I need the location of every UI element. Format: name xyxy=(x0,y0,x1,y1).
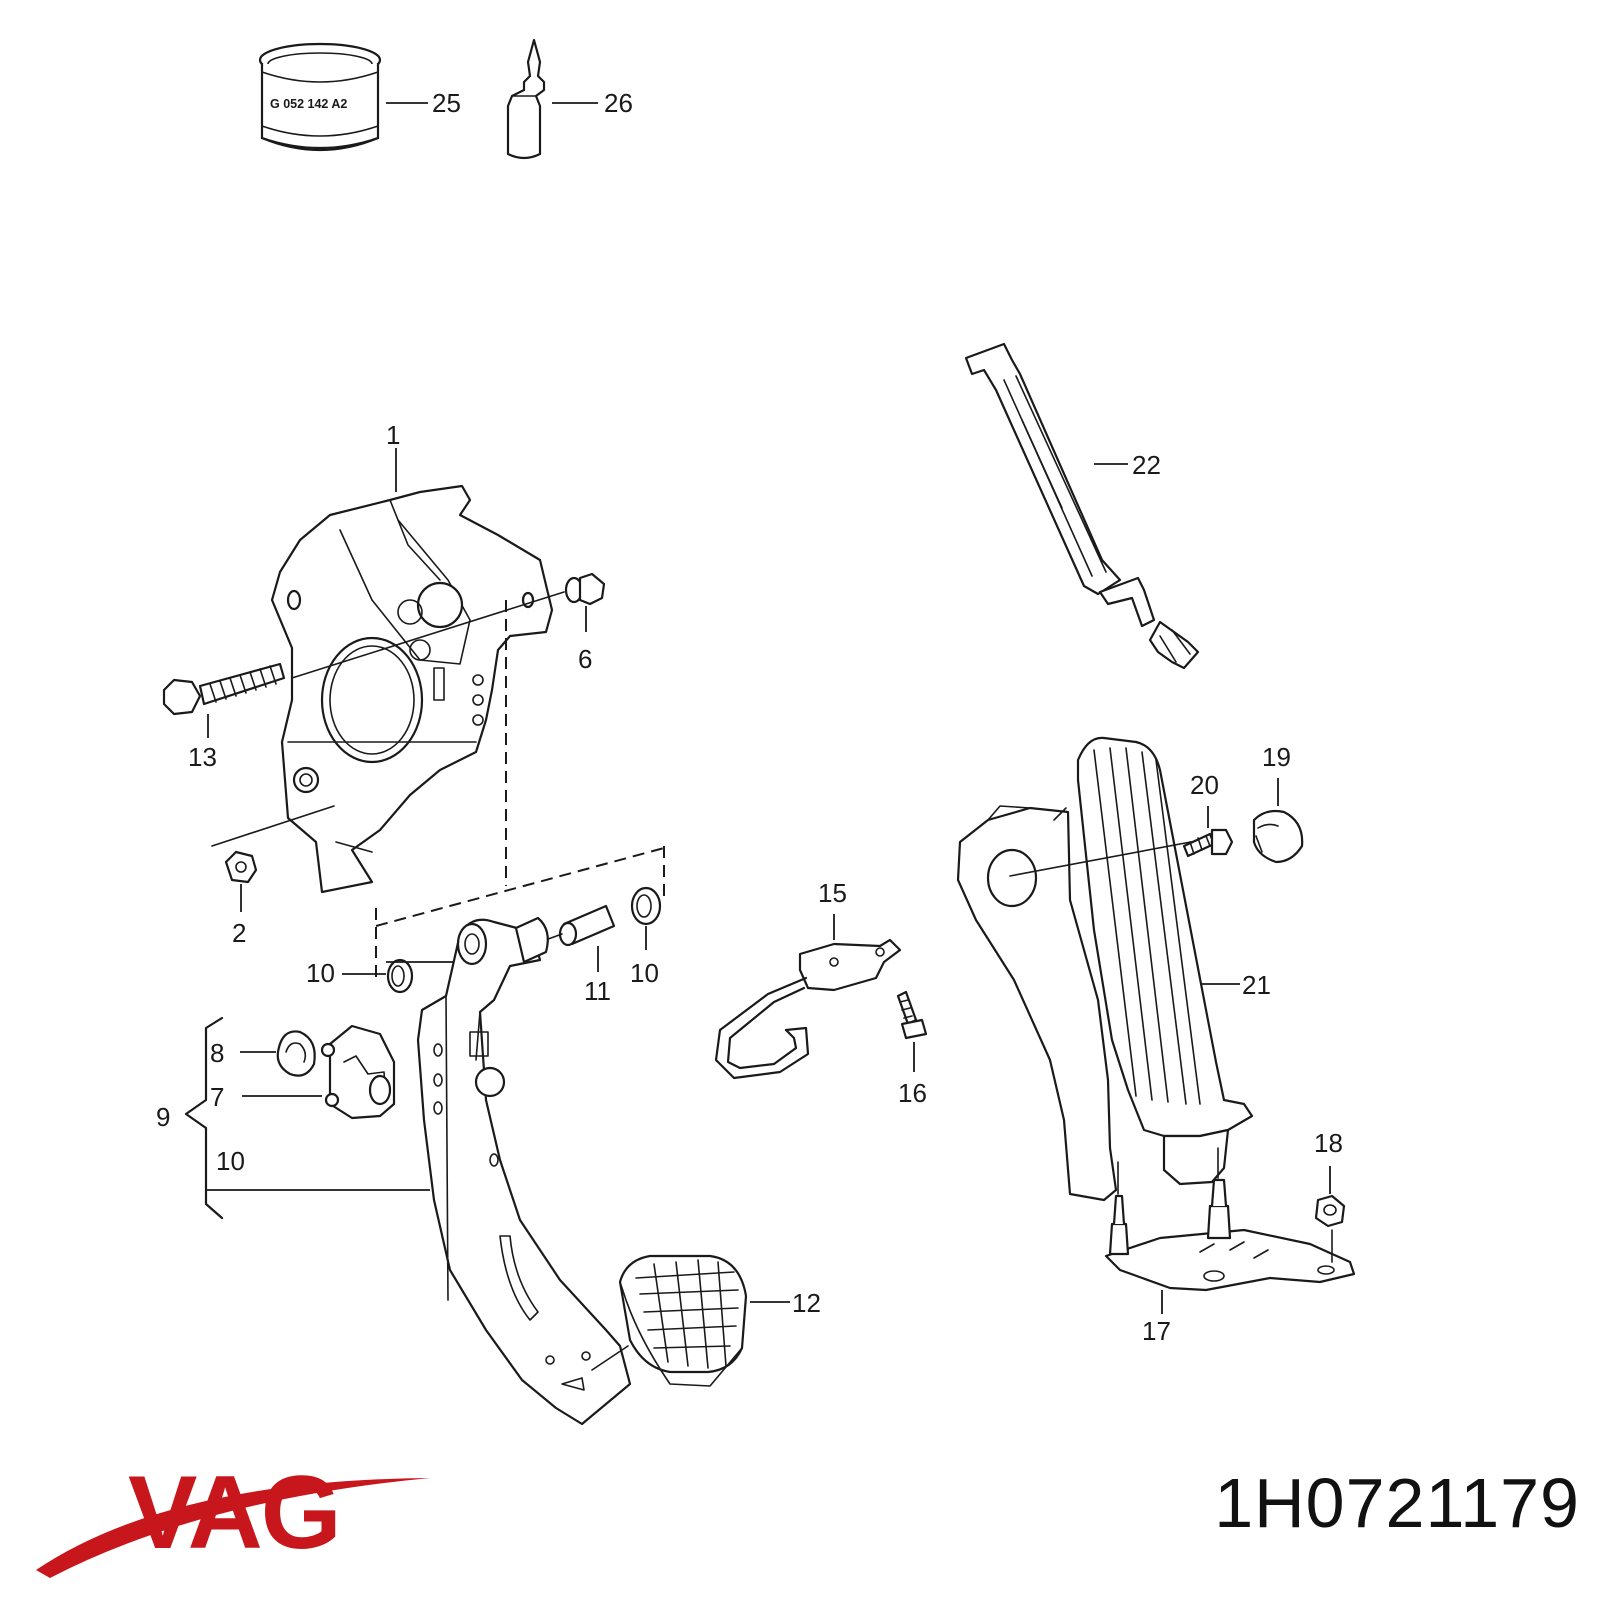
callout-19: 19 xyxy=(1262,742,1291,772)
part-22-nut xyxy=(1314,1194,1346,1228)
part-10-bushing-left xyxy=(386,958,414,994)
part-21-base-plate xyxy=(1104,1147,1356,1292)
part-17-accelerator-pedal xyxy=(956,736,1254,1202)
part-20-screw xyxy=(1182,828,1234,858)
callout-2: 2 xyxy=(232,918,246,948)
pedal-arm xyxy=(416,916,632,1426)
callout-18: 22 xyxy=(1132,450,1161,480)
callout-9: 9 xyxy=(156,1102,170,1132)
part-26-bottle xyxy=(506,38,546,160)
part-7-bracket xyxy=(320,1024,396,1120)
callout-26: 26 xyxy=(604,88,633,118)
callout-1: 1 xyxy=(386,420,400,450)
part-2-nut xyxy=(224,850,258,884)
callout-10a: 10 xyxy=(306,958,335,988)
callout-25: 25 xyxy=(432,88,461,118)
part-18-sensor xyxy=(964,342,1200,670)
brand-name: VAG xyxy=(128,1455,340,1571)
callout-12: 12 xyxy=(792,1288,821,1318)
part-12-pedal-pad xyxy=(618,1254,748,1387)
callout-8: 8 xyxy=(210,1038,224,1068)
callout-13: 13 xyxy=(188,742,217,772)
callout-10b: 10 xyxy=(630,958,659,988)
logo-swoosh-icon xyxy=(36,1478,430,1578)
callout-22: 18 xyxy=(1314,1128,1343,1158)
part-8-clip xyxy=(276,1030,316,1077)
vag-logo: VAG xyxy=(36,1455,430,1578)
part-number: 1H0721179 xyxy=(1214,1464,1580,1542)
callout-15: 15 xyxy=(818,878,847,908)
part-16-screw xyxy=(896,990,928,1040)
callout-7: 7 xyxy=(210,1082,224,1112)
callout-20: 20 xyxy=(1190,770,1219,800)
callout-21: 17 xyxy=(1142,1316,1171,1346)
part-10-bushing-right xyxy=(630,886,662,926)
part-15-wire-bracket xyxy=(714,938,902,1080)
part-13-bolt xyxy=(162,662,286,716)
part-11-sleeve xyxy=(558,904,616,947)
part-25-grease-can: G 052 142 A2 xyxy=(258,42,382,152)
part-19-cap xyxy=(1252,809,1304,864)
part-1-pedal-bracket xyxy=(270,484,554,894)
callout-16: 16 xyxy=(898,1078,927,1108)
part-6-nut xyxy=(564,572,606,606)
callout-11: 11 xyxy=(584,976,611,1006)
callout-17: 21 xyxy=(1242,970,1271,1000)
can-label: G 052 142 A2 xyxy=(270,97,347,111)
callout-6: 6 xyxy=(578,644,592,674)
callout-10c: 10 xyxy=(216,1146,245,1176)
